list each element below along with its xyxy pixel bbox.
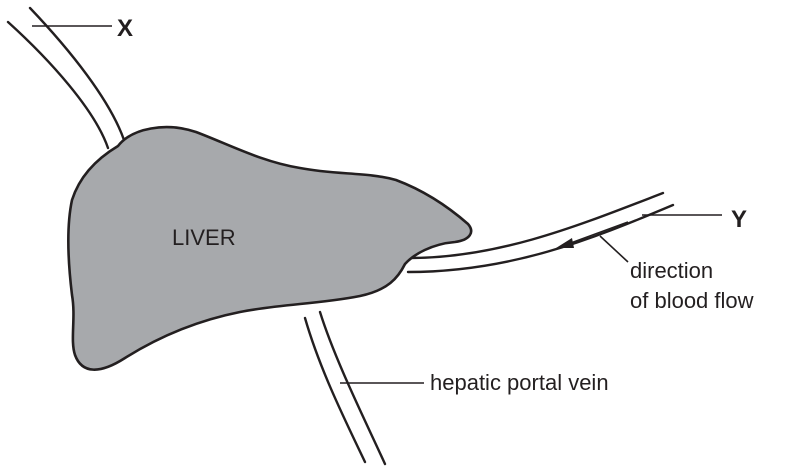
- leader-direction: [600, 236, 628, 262]
- vessel-x: [8, 8, 124, 148]
- label-y: Y: [731, 206, 747, 233]
- flow-arrow-icon: [556, 222, 628, 248]
- label-x: X: [117, 15, 133, 42]
- label-direction-line1: direction: [630, 258, 713, 283]
- label-hepatic-portal-vein: hepatic portal vein: [430, 370, 609, 395]
- label-liver: LIVER: [172, 225, 236, 250]
- label-direction-line2: of blood flow: [630, 288, 754, 313]
- hepatic-portal-vein: [305, 312, 385, 464]
- liver-shape: [68, 127, 471, 369]
